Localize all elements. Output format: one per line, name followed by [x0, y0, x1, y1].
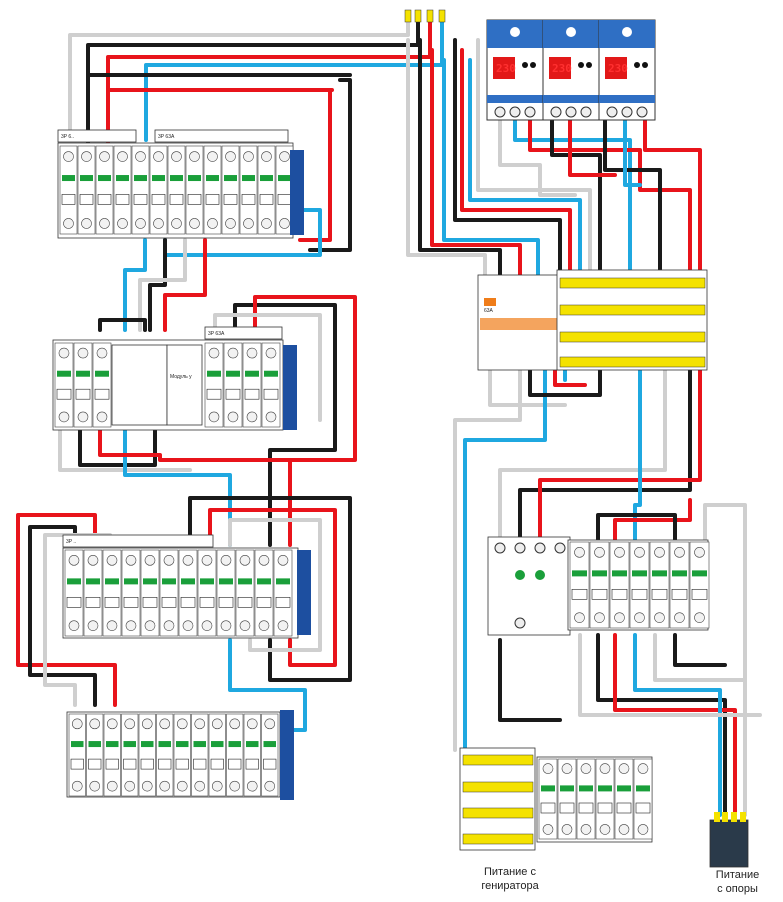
voltage-relay-3-reading: 230	[608, 62, 628, 75]
breaker	[595, 758, 615, 840]
wire-blue-top	[144, 13, 444, 142]
breaker	[95, 145, 114, 235]
breaker	[102, 549, 122, 637]
module-text-1: Модуль у	[170, 374, 192, 380]
breaker	[614, 758, 634, 840]
voltage-relay-2: 230	[542, 19, 600, 121]
panel-1-breakers	[59, 145, 294, 235]
breaker	[204, 342, 224, 428]
breaker	[609, 541, 630, 629]
breaker	[557, 758, 577, 840]
panel-3-left-label: 3P ..	[66, 539, 76, 545]
breaker	[140, 549, 160, 637]
generator-block	[459, 747, 653, 851]
breaker	[92, 342, 112, 428]
incoming-terminals	[404, 9, 446, 23]
breaker	[121, 713, 139, 797]
breaker	[669, 541, 690, 629]
panel-4	[66, 710, 294, 800]
panel-3-breakers	[64, 549, 293, 637]
right-panel	[487, 536, 710, 636]
breaker	[576, 758, 596, 840]
voltage-relays: 230 230 230	[486, 19, 656, 121]
breaker	[203, 145, 222, 235]
panel-1: 3P 6.. 3P 63A	[57, 129, 304, 239]
panel-2-breakers	[54, 342, 281, 428]
breaker	[138, 713, 156, 797]
breaker	[254, 549, 274, 637]
voltage-relay-1: 230	[486, 19, 544, 121]
breaker	[235, 549, 255, 637]
breaker	[589, 541, 610, 629]
breaker	[275, 145, 294, 235]
breaker	[226, 713, 244, 797]
breaker	[223, 342, 243, 428]
wires	[16, 13, 762, 817]
breaker	[167, 145, 186, 235]
breaker	[159, 549, 179, 637]
voltage-relay-3: 230	[598, 19, 656, 121]
breaker	[689, 541, 710, 629]
breaker	[68, 713, 86, 797]
breaker	[86, 713, 104, 797]
breaker	[103, 713, 121, 797]
breaker	[239, 145, 258, 235]
breaker	[73, 342, 93, 428]
breaker	[242, 342, 262, 428]
breaker	[208, 713, 226, 797]
panel-3: 3P ..	[62, 534, 311, 639]
breaker	[64, 549, 84, 637]
breaker	[257, 145, 276, 235]
breaker	[121, 549, 141, 637]
wire-grey-top	[68, 13, 410, 142]
pole-caption: Питание с опоры	[715, 869, 760, 895]
panel-2: 3P 63A Модуль у	[52, 326, 297, 431]
breaker	[191, 713, 209, 797]
breaker	[243, 713, 261, 797]
panel-2-right-label: 3P 63A	[208, 331, 225, 337]
breaker	[633, 758, 653, 840]
breaker	[221, 145, 240, 235]
voltage-relay-1-reading: 230	[496, 62, 516, 75]
breaker	[59, 145, 78, 235]
breaker	[113, 145, 132, 235]
panel-1-right-label: 3P 63A	[158, 134, 175, 140]
panel-4-breakers	[68, 713, 279, 797]
breaker	[273, 549, 293, 637]
breaker	[629, 541, 650, 629]
breaker	[216, 549, 236, 637]
panel-1-left-label: 3P 6..	[61, 134, 74, 140]
generator-caption: Питание с гениратора	[481, 866, 539, 892]
breaker	[173, 713, 191, 797]
breaker	[197, 549, 217, 637]
breaker	[83, 549, 103, 637]
voltage-relay-2-reading: 230	[552, 62, 572, 75]
breaker	[538, 758, 558, 840]
distribution-block	[556, 269, 708, 371]
breaker	[131, 145, 150, 235]
breaker	[178, 549, 198, 637]
center-rcd-label: 63A	[484, 308, 494, 314]
center-rcd: 63A	[477, 274, 561, 371]
breaker	[261, 342, 281, 428]
breaker	[149, 145, 168, 235]
breaker	[261, 713, 279, 797]
breaker	[185, 145, 204, 235]
breaker	[77, 145, 96, 235]
pole-terminal	[709, 812, 749, 868]
breaker	[649, 541, 670, 629]
breaker	[156, 713, 174, 797]
breaker	[54, 342, 74, 428]
breaker	[569, 541, 590, 629]
